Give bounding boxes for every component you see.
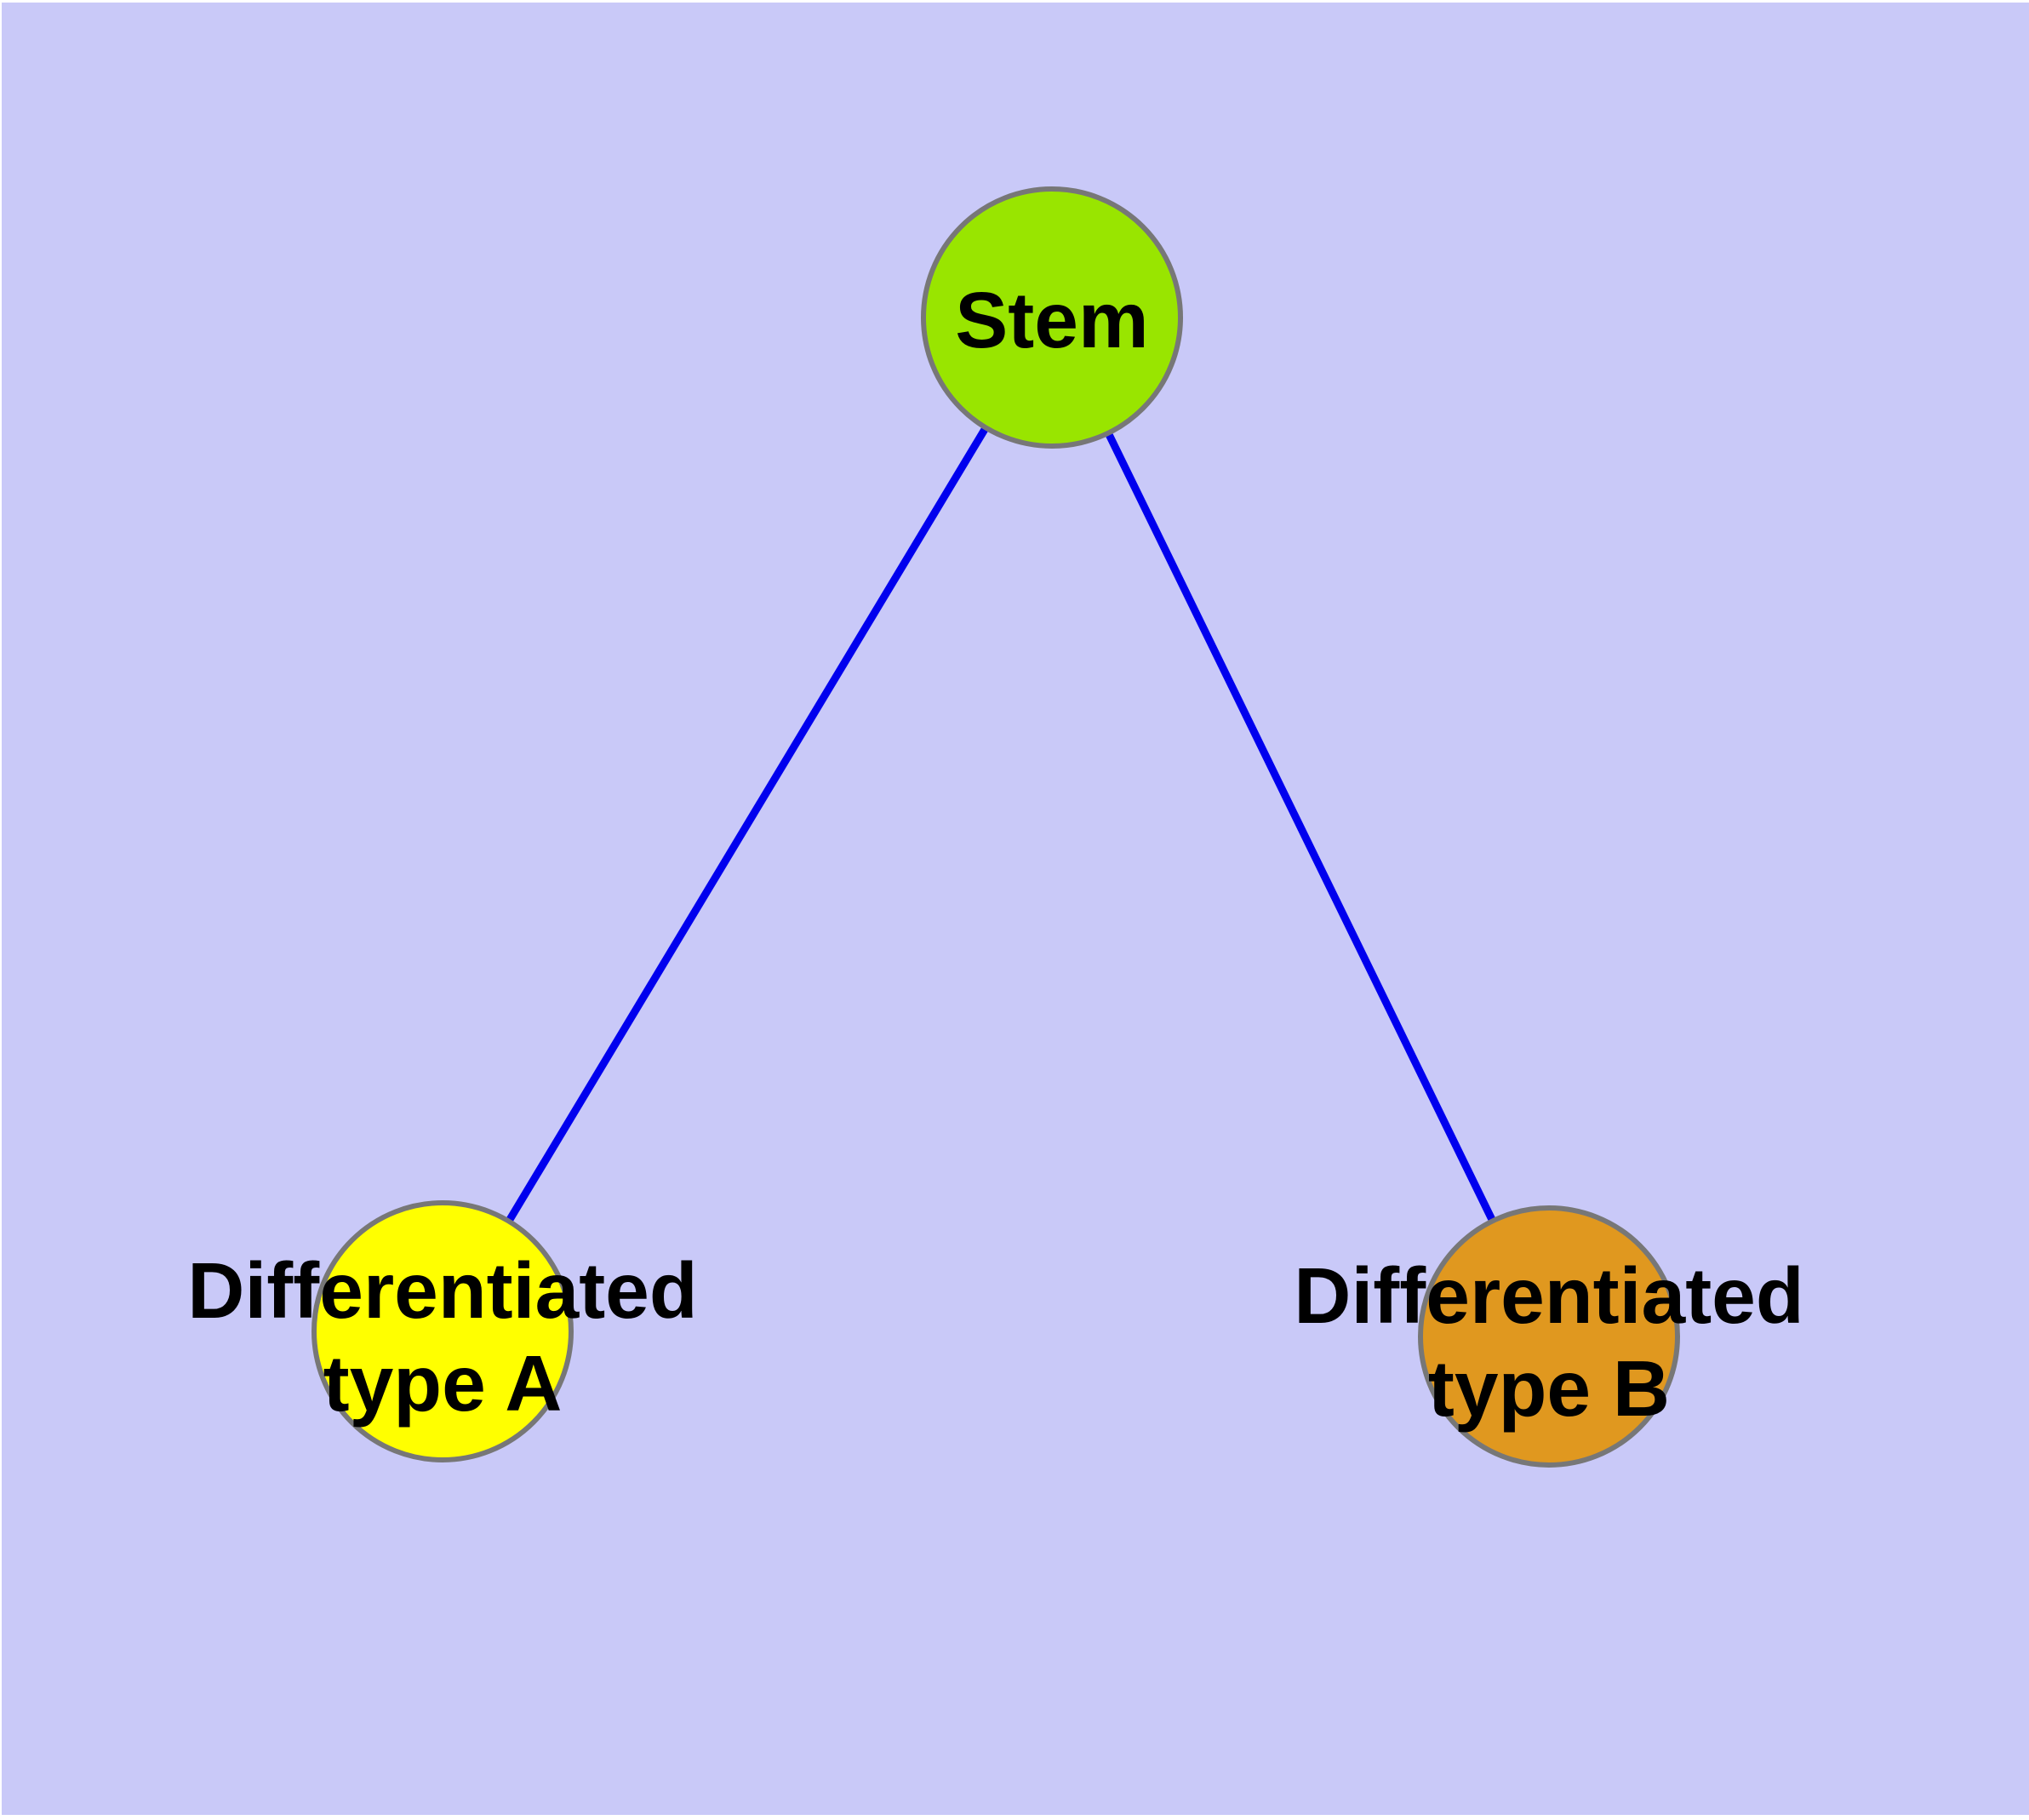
edge-stem-to-type-b	[1048, 316, 1553, 1338]
node-label-type-a-line1: Differentiated	[187, 1246, 697, 1335]
node-label-stem: Stem	[955, 276, 1148, 364]
node-label-type-b-line1: Differentiated	[1294, 1251, 1803, 1340]
node-label-type-a-line2: type A	[323, 1339, 563, 1428]
node-differentiated-type-a	[311, 1200, 574, 1462]
node-layer	[311, 186, 1680, 1468]
edge-stem-to-type-a	[439, 315, 1055, 1334]
node-stem	[921, 186, 1183, 449]
label-layer: Stem Differentiated type A Differentiate…	[187, 276, 1803, 1433]
edge-layer	[439, 315, 1553, 1338]
node-differentiated-type-b	[1418, 1205, 1680, 1468]
node-label-type-b-line2: type B	[1428, 1344, 1670, 1433]
